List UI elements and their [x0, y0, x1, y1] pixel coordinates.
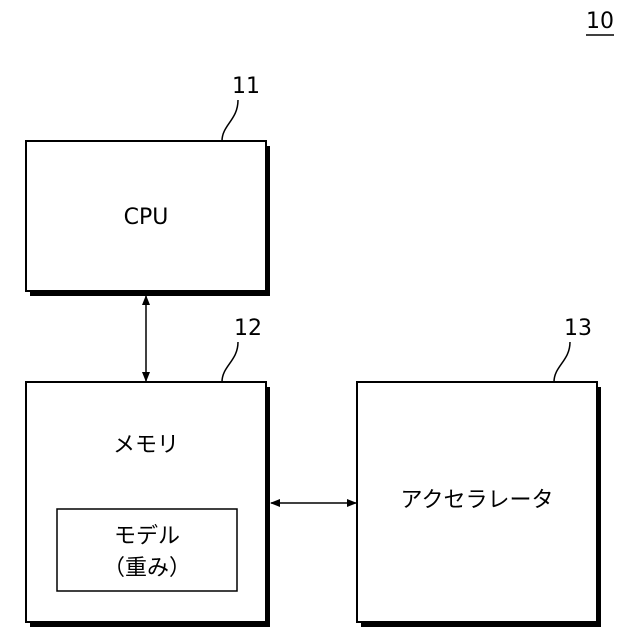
accelerator-ref-number: 13 [564, 316, 592, 341]
memory-block-label: メモリ [113, 433, 179, 458]
cpu-block-label: CPU [124, 205, 169, 230]
cpu-ref-leader [222, 100, 238, 141]
accelerator-ref-leader [554, 342, 570, 382]
model-block-label: モデル [114, 524, 180, 549]
figure-number: 10 [586, 9, 614, 34]
model-block-weights-label: （重み） [103, 556, 191, 581]
model-block: モデル （重み） [57, 509, 237, 591]
accelerator-block-label: アクセラレータ [401, 488, 554, 513]
accelerator-block: アクセラレータ [357, 382, 601, 627]
cpu-ref-number: 11 [232, 74, 260, 99]
memory-ref-number: 12 [234, 316, 262, 341]
cpu-block: CPU [26, 141, 270, 296]
memory-ref-leader [222, 342, 238, 382]
